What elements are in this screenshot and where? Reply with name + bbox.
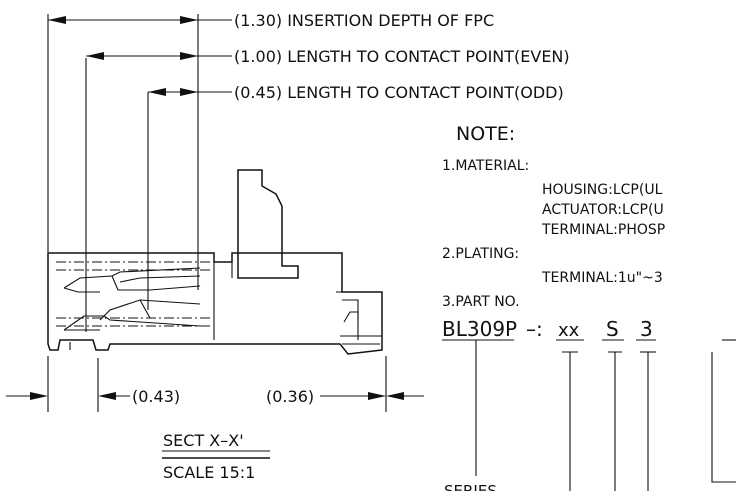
dim-bottom-left: (0.43): [132, 387, 180, 406]
housing-right-detail: [69, 311, 359, 350]
connector-cross-section: [47, 169, 383, 355]
dim-bottom-right: (0.36): [266, 387, 314, 406]
notes-actuator: ACTUATOR:LCP(U: [542, 202, 664, 218]
actuator-outline: [237, 169, 299, 279]
fpc-centerline: [56, 261, 212, 327]
bottom-dimension-lines: [6, 356, 424, 412]
part-separator: –:: [526, 317, 543, 341]
notes-terminal-plating: TERMINAL:1u"~3: [541, 270, 663, 286]
section-scale: SCALE 15:1: [163, 463, 255, 482]
part-type: S: [606, 317, 619, 341]
notes-material-label: 1.MATERIAL:: [442, 158, 529, 174]
terminal-lower: [63, 299, 201, 331]
notes-terminal-material: TERMINAL:PHOSP: [541, 222, 665, 238]
part-series-code: BL309P: [442, 317, 517, 341]
dim-contact-even: (1.00) LENGTH TO CONTACT POINT(EVEN): [234, 47, 570, 66]
terminal-upper: [63, 267, 201, 293]
dim-insertion-depth: (1.30) INSERTION DEPTH OF FPC: [234, 11, 494, 30]
dimension-lines: [47, 14, 232, 332]
notes-heading: NOTE:: [456, 123, 515, 145]
dim-contact-odd: (0.45) LENGTH TO CONTACT POINT(ODD): [234, 83, 564, 102]
part-code: 3: [640, 317, 653, 341]
notes-housing: HOUSING:LCP(UL: [542, 182, 663, 198]
notes-plating-label: 2.PLATING:: [442, 246, 519, 262]
part-series-label: SERIES: [444, 482, 497, 491]
housing-inner-detail: [213, 262, 382, 345]
housing-outline: [47, 252, 383, 355]
part-number-breakdown: BL309P –: xx S 3 SERIES: [442, 317, 736, 491]
section-title: SECT X–X': [163, 431, 244, 450]
notes-block: NOTE: 1.MATERIAL: HOUSING:LCP(UL ACTUATO…: [442, 123, 665, 310]
part-pins: xx: [558, 320, 580, 341]
notes-part-no-label: 3.PART NO.: [442, 294, 520, 310]
